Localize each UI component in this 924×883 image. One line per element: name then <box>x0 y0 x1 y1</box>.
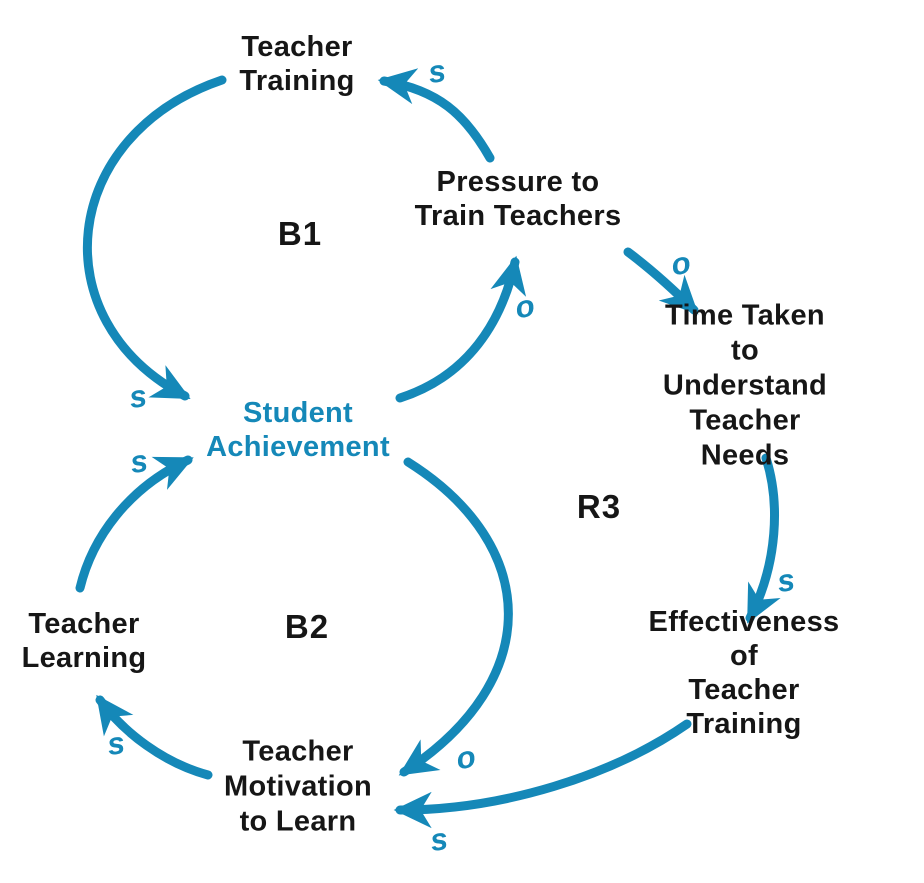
arrow-student-achievement-to-teacher-motivation <box>398 457 513 777</box>
arrow-time-taken-to-effectiveness <box>745 453 781 624</box>
node-teacher-learning: Teacher Learning <box>21 608 147 674</box>
node-teacher-motivation-to-learn: Teacher Motivation to Learn <box>224 735 372 838</box>
arrow-teacher-training-to-student-achievement <box>83 75 227 401</box>
node-teacher-training: Teacher Training <box>239 31 355 97</box>
arrow-student-achievement-to-pressure-to-train-teachers <box>395 255 527 403</box>
node-pressure-to-train-teachers: Pressure to Train Teachers <box>414 166 622 232</box>
loop-label-b1: B1 <box>277 215 323 252</box>
arrow-teacher-learning-to-student-achievement <box>75 455 194 593</box>
arrow-effectiveness-to-teacher-motivation <box>393 719 692 829</box>
node-student-achievement: Student Achievement <box>206 397 390 463</box>
node-time-taken-to-understand-teacher-needs: Time Taken to Understand Teacher Needs <box>662 299 828 472</box>
arrow-teacher-motivation-to-teacher-learning <box>95 694 213 780</box>
loop-label-b2: B2 <box>284 608 330 645</box>
arrow-pressure-to-train-teachers-to-time-taken <box>623 247 699 315</box>
node-effectiveness-of-teacher-training: Effectiveness of Teacher Training <box>648 606 840 740</box>
arrow-pressure-to-train-teachers-to-teacher-training <box>377 68 495 163</box>
loop-label-r3: R3 <box>576 488 622 525</box>
